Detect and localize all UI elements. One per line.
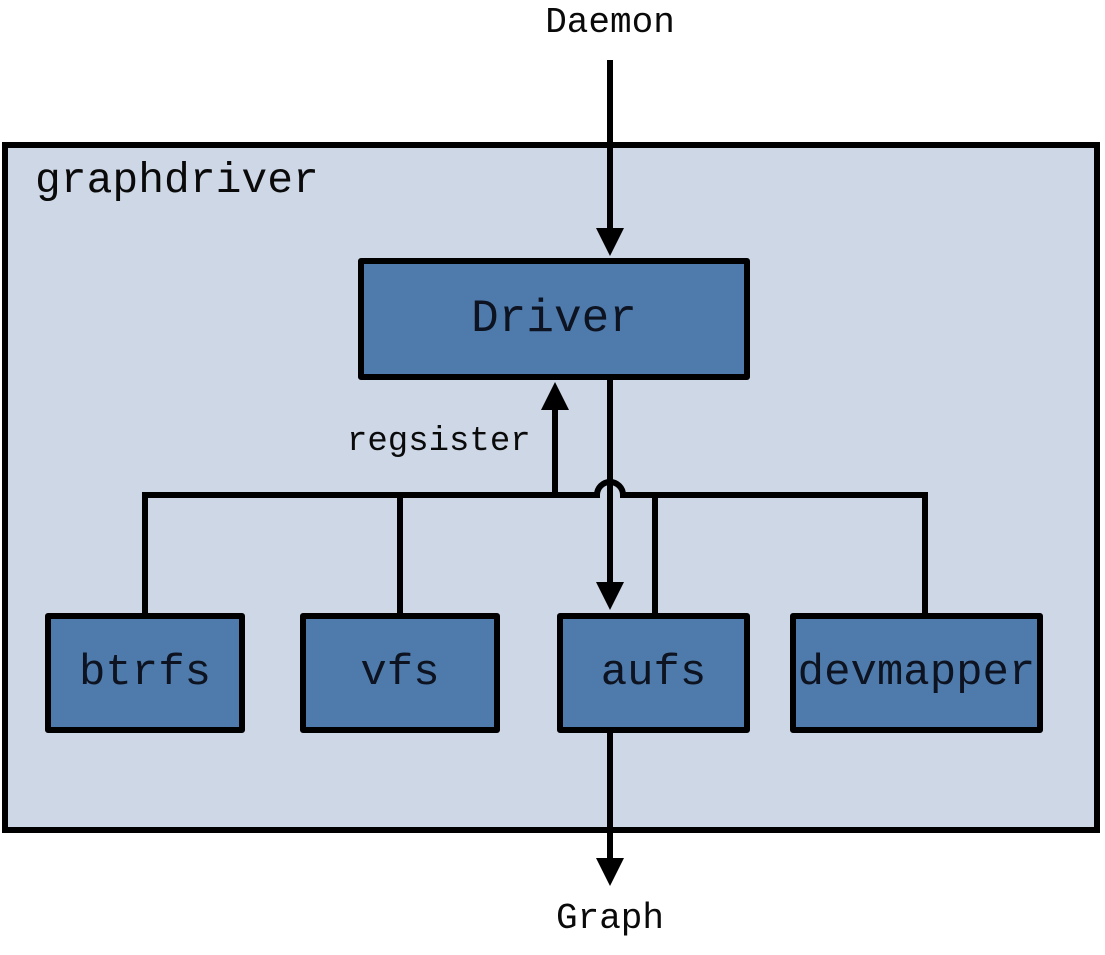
node-btrfs: btrfs [45,613,245,733]
graphdriver-label: graphdriver [35,156,319,205]
graph-label: Graph [555,898,665,939]
node-devmapper: devmapper [790,613,1043,733]
node-vfs: vfs [300,613,500,733]
graph-arrowhead-icon [596,858,624,886]
register-edge-label: regsister [347,423,531,461]
node-aufs: aufs [557,613,750,733]
node-driver: Driver [358,258,750,380]
daemon-label: Daemon [545,2,675,43]
